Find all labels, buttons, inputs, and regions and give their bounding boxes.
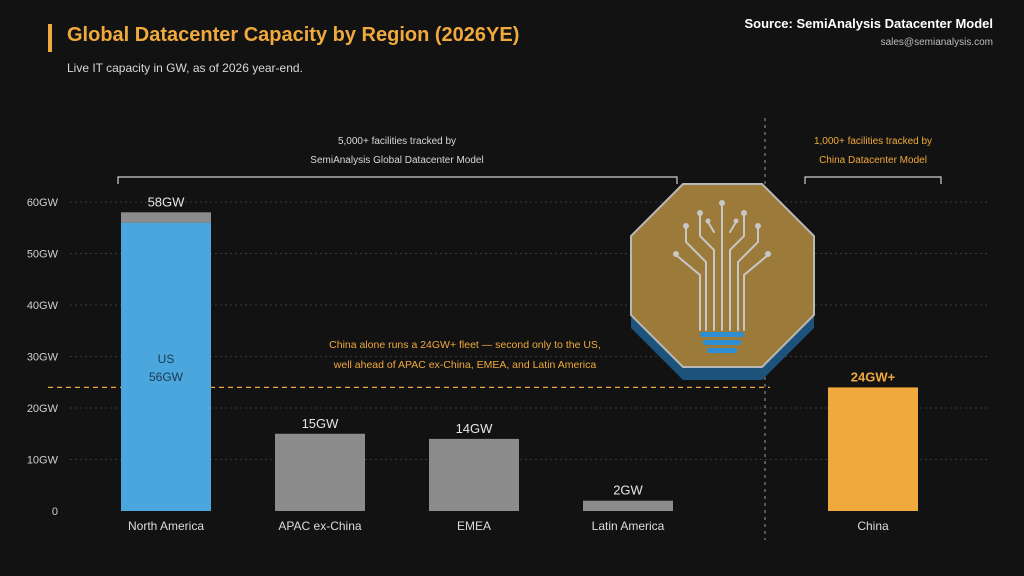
segment-value-us: 56GW	[149, 370, 184, 384]
y-tick-label: 40GW	[27, 300, 59, 312]
bar-north-america-other	[121, 212, 211, 223]
contact-email: sales@semianalysis.com	[880, 37, 993, 48]
y-tick-label: 20GW	[27, 403, 59, 415]
y-tick-label: 0	[52, 506, 58, 518]
china-bracket-label-1: 1,000+ facilities tracked by	[814, 136, 932, 147]
bar-apac-ex-china	[275, 433, 365, 511]
value-label-north-america: 58GW	[148, 194, 186, 209]
china-bracket-label-2: China Datacenter Model	[819, 155, 927, 166]
page-title: Global Datacenter Capacity by Region (20…	[67, 24, 520, 46]
value-label-emea: 14GW	[456, 421, 494, 436]
china-bracket	[804, 176, 942, 184]
bars: US 56GW 58GW North America 15GW APAC ex-China…	[121, 194, 918, 533]
circuit-brain-lightbulb-icon	[630, 183, 815, 380]
category-label-emea: EMEA	[457, 519, 491, 533]
bar-emea	[429, 438, 519, 511]
page-subtitle: Live IT capacity in GW, as of 2026 year-…	[67, 61, 303, 75]
y-tick-label: 60GW	[27, 197, 59, 209]
segment-label-us: US	[158, 352, 175, 366]
global-bracket	[117, 176, 678, 184]
bar-latin-america	[583, 500, 673, 511]
y-tick-label: 30GW	[27, 352, 59, 364]
title-accent-bar	[48, 24, 52, 52]
category-label-north-america: North America	[128, 519, 204, 533]
annotation-line-2: well ahead of APAC ex-China, EMEA, and L…	[333, 359, 597, 371]
y-tick-label: 50GW	[27, 249, 59, 261]
bar-north-america-us	[121, 222, 211, 511]
category-label-apac-ex-china: APAC ex-China	[278, 519, 361, 533]
source-label: Source: SemiAnalysis Datacenter Model	[744, 16, 993, 31]
global-bracket-label-1: 5,000+ facilities tracked by	[338, 136, 456, 147]
category-label-china: China	[857, 519, 889, 533]
y-axis-ticks: 0 10GW 20GW 30GW 40GW 50GW 60GW	[27, 197, 59, 518]
global-bracket-label-2: SemiAnalysis Global Datacenter Model	[310, 155, 483, 166]
value-label-latin-america: 2GW	[613, 483, 643, 498]
bar-china	[828, 387, 918, 511]
value-label-china: 24GW+	[851, 369, 896, 384]
value-label-apac-ex-china: 15GW	[302, 416, 340, 431]
y-tick-label: 10GW	[27, 455, 59, 467]
annotation-line-1: China alone runs a 24GW+ fleet — second …	[329, 339, 601, 351]
category-label-latin-america: Latin America	[592, 519, 665, 533]
